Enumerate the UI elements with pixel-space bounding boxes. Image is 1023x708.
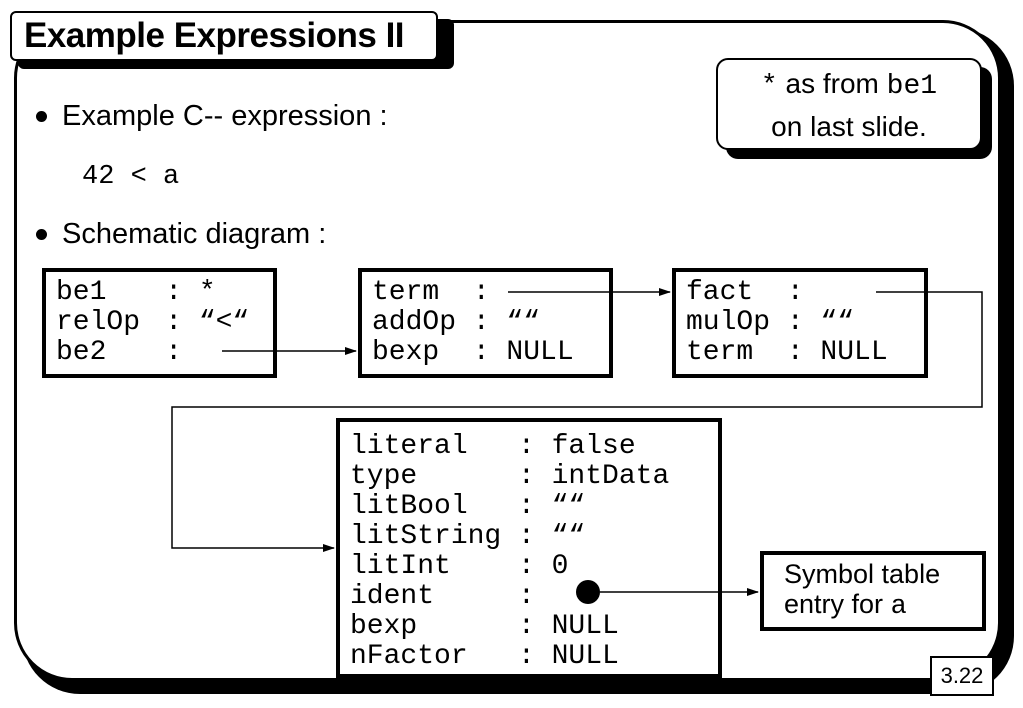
field-key: be1 (56, 277, 107, 308)
note-text: as from (785, 68, 879, 99)
bullet-diagram: Schematic diagram : (36, 218, 327, 251)
factor-row-litint: litInt: 0 (350, 552, 708, 582)
note-box: * as from be1 on last slide. (716, 58, 982, 150)
field-key: litString (350, 521, 502, 552)
field-sep: : (472, 277, 507, 308)
field-sep: : (518, 581, 552, 612)
bexp-row-addop: addOp: ““ (372, 308, 599, 338)
field-sep: : (786, 307, 821, 338)
bexp-row-term: term: (372, 278, 599, 308)
bullet-text: Schematic diagram : (62, 218, 327, 250)
field-key: bexp (372, 337, 440, 368)
term-row-mulop: mulOp: ““ (686, 308, 914, 338)
bullet-text: Example C-- expression : (62, 100, 388, 132)
field-value: NULL (506, 337, 574, 368)
be-row-relop: relOp: “<“ (56, 308, 263, 338)
field-value: ““ (551, 491, 586, 522)
field-sep: : (518, 461, 552, 492)
page-number-text: 3.22 (940, 663, 984, 688)
note-line-2: on last slide. (771, 111, 927, 142)
field-value: * (198, 277, 216, 308)
field-key: term (372, 277, 440, 308)
ident-pointer-dot (576, 580, 600, 604)
be-row-be1: be1: * (56, 278, 263, 308)
field-sep: : (786, 277, 821, 308)
field-value: ““ (506, 307, 541, 338)
field-sep: : (786, 337, 821, 368)
bexp-row-bexp: bexp: NULL (372, 338, 599, 368)
field-sep: : (518, 551, 552, 582)
arrow-fact-to-factor (171, 291, 983, 552)
field-value: ““ (820, 307, 855, 338)
field-key: mulOp (686, 307, 771, 338)
field-key: relOp (56, 307, 141, 338)
field-sep: : (518, 431, 552, 462)
factor-row-nfactor: nFactor: NULL (350, 642, 708, 672)
field-value: intData (551, 461, 670, 492)
factor-row-litstring: litString: ““ (350, 522, 708, 552)
symbol-line-1: Symbol table (784, 559, 941, 589)
field-value: NULL (551, 641, 619, 672)
field-value: NULL (551, 611, 619, 642)
factor-row-ident: ident: (350, 582, 708, 612)
symbol-table-entry: Symbol table entry for a (760, 551, 986, 631)
note-code: be1 (886, 71, 938, 102)
page-number: 3.22 (930, 656, 994, 696)
field-value: false (551, 431, 636, 462)
term-row-fact: fact: (686, 278, 914, 308)
field-value: 0 (551, 551, 569, 582)
field-sep: : (472, 307, 507, 338)
factor-node: literal: false type: intData litBool: ““… (336, 418, 722, 678)
field-key: term (686, 337, 754, 368)
symbol-line-2: entry for a (784, 589, 982, 622)
field-sep: : (518, 521, 552, 552)
bexp-node: term: addOp: ““ bexp: NULL (358, 268, 613, 378)
symbol-code: a (890, 592, 907, 622)
be-node: be1: * relOp: “<“ be2: (42, 268, 277, 378)
field-key: nFactor (350, 641, 468, 672)
field-key: ident (350, 581, 435, 612)
term-row-term: term: NULL (686, 338, 914, 368)
field-sep: : (165, 277, 199, 308)
field-key: type (350, 461, 418, 492)
note-star: * (760, 71, 778, 102)
field-key: fact (686, 277, 754, 308)
field-key: litInt (350, 551, 451, 582)
c-expression: 42 < a (82, 162, 180, 192)
field-value: “<“ (198, 307, 250, 338)
field-sep: : (165, 307, 199, 338)
field-key: be2 (56, 337, 107, 368)
bullet-dot (36, 229, 47, 240)
field-sep: : (518, 611, 552, 642)
be-row-be2: be2: (56, 338, 263, 368)
field-value: ““ (551, 521, 586, 552)
field-key: bexp (350, 611, 418, 642)
factor-row-type: type: intData (350, 462, 708, 492)
term-node: fact: mulOp: ““ term: NULL (672, 268, 928, 378)
factor-row-literal: literal: false (350, 432, 708, 462)
symbol-text: entry for (784, 589, 884, 619)
field-key: litBool (350, 491, 468, 522)
slide-title-text: Example Expressions II (24, 16, 405, 55)
field-sep: : (518, 491, 552, 522)
field-sep: : (518, 641, 552, 672)
field-key: addOp (372, 307, 457, 338)
factor-row-litbool: litBool: ““ (350, 492, 708, 522)
field-key: literal (350, 431, 468, 462)
field-sep: : (165, 337, 199, 368)
bullet-dot (36, 111, 47, 122)
field-value: NULL (820, 337, 888, 368)
field-sep: : (472, 337, 507, 368)
bullet-expression: Example C-- expression : (36, 100, 388, 133)
note-line-1: * as from be1 (718, 64, 980, 107)
slide-title: Example Expressions II (10, 11, 438, 61)
factor-row-bexp: bexp: NULL (350, 612, 708, 642)
